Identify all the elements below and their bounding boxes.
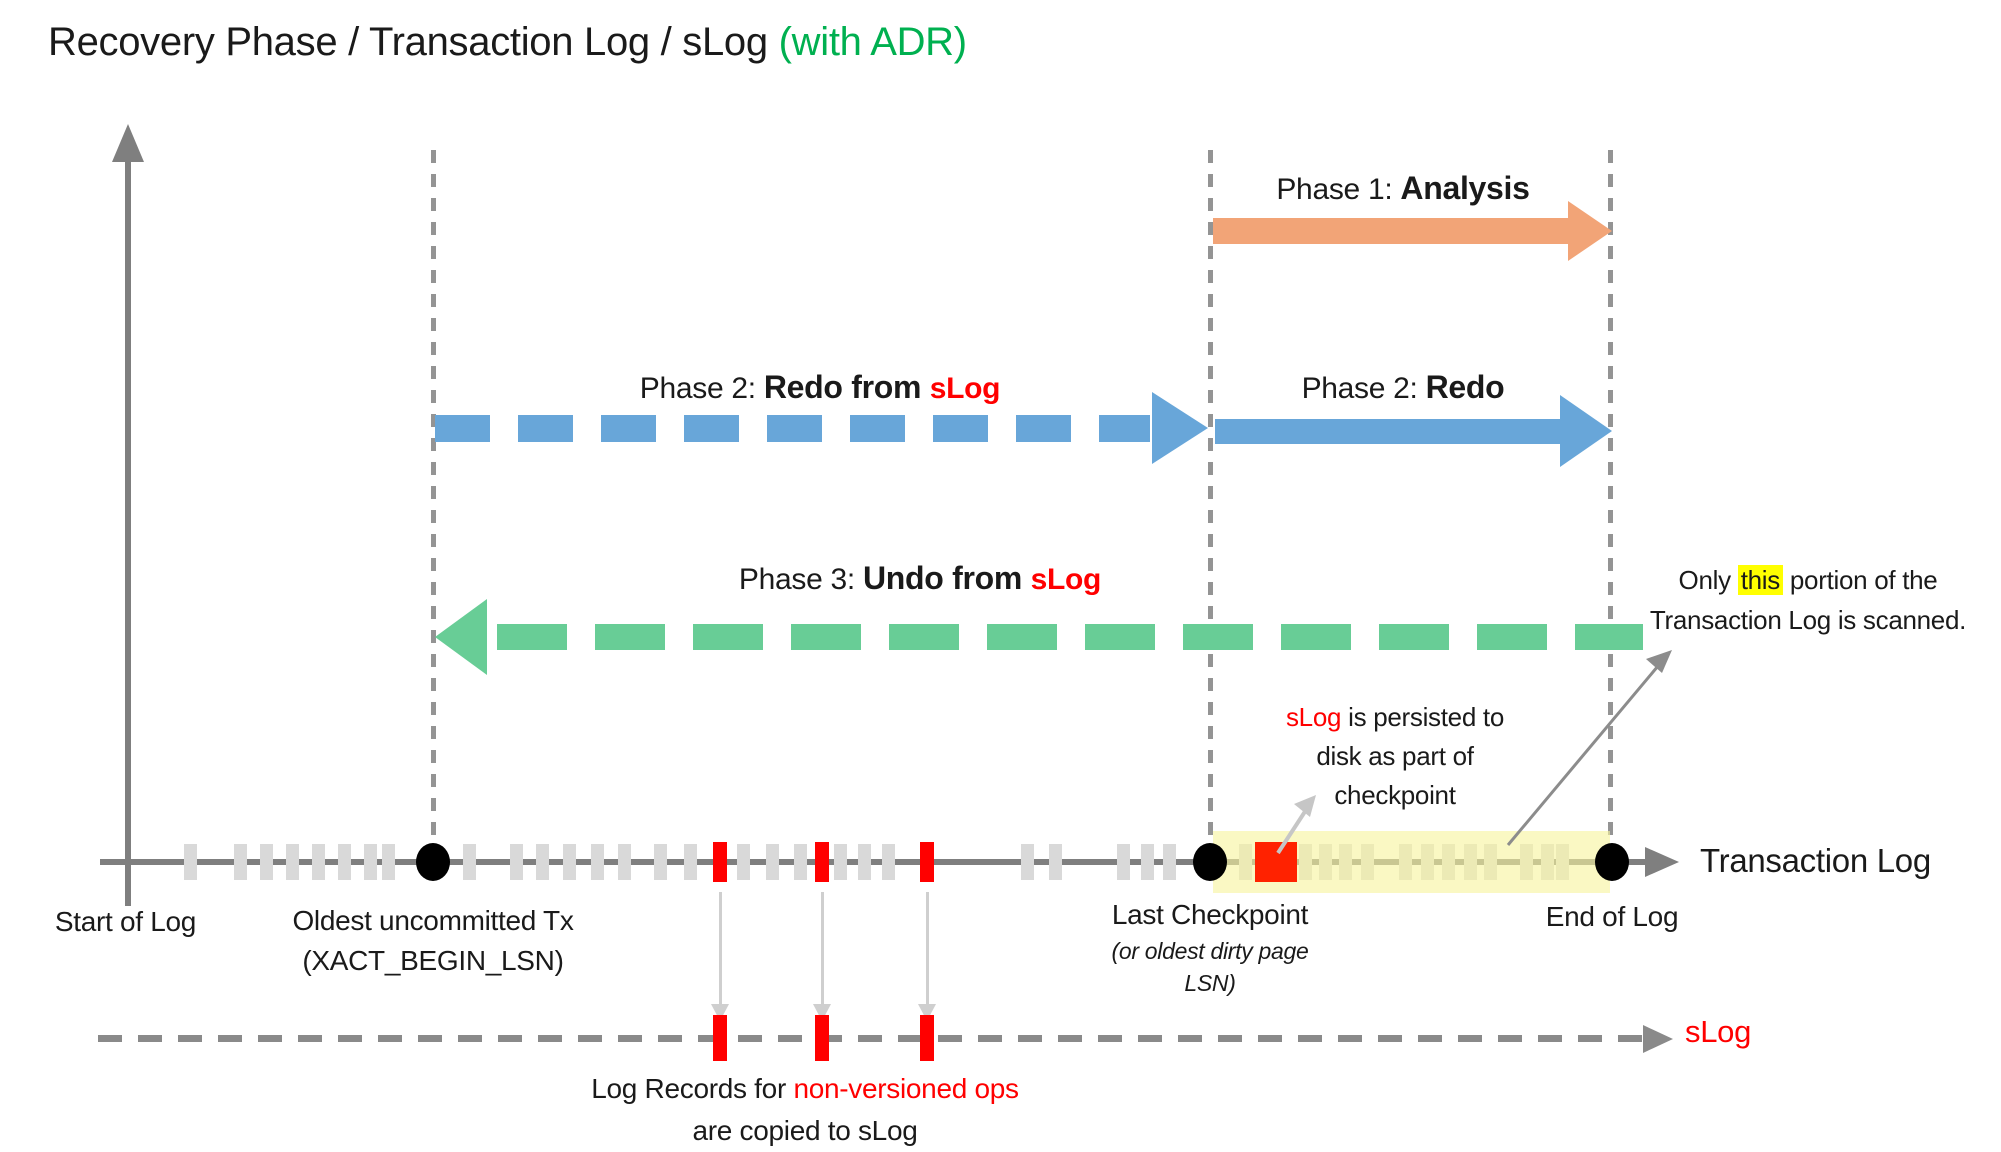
page-title: Recovery Phase / Transaction Log / sLog …	[48, 20, 967, 65]
phase1-label: Phase 1: Analysis	[1213, 170, 1593, 207]
start-of-log-label: Start of Log	[54, 906, 197, 937]
copy-arrow-stem	[821, 892, 824, 1004]
log-record-tick	[234, 844, 247, 880]
phase3-bold: Undo from	[862, 560, 1031, 596]
log-record-tick	[463, 844, 476, 880]
log-record-tick	[654, 844, 667, 880]
non-versioned-log-record-tick	[920, 842, 934, 882]
oldest-uncommitted-tx-label: Oldest uncommitted Tx (XACT_BEGIN_LSN)	[258, 901, 608, 981]
phase2-redo-arrowhead-icon	[1560, 395, 1612, 467]
phase2-redo-from-slog-arrow	[435, 415, 1150, 442]
phase1-arrowhead-icon	[1568, 201, 1612, 261]
checkpoint-line2: (or oldest dirty page	[1111, 938, 1309, 964]
log-record-tick	[286, 844, 299, 880]
log-record-tick	[338, 844, 351, 880]
log-record-tick	[536, 844, 549, 880]
guide-last-checkpoint	[1208, 150, 1213, 857]
log-record-tick	[260, 844, 273, 880]
phase3-red: sLog	[1030, 563, 1102, 596]
vertical-axis-arrowhead-icon	[112, 124, 144, 162]
phase2-prefix: Phase 2:	[1301, 372, 1426, 405]
persist-note: sLog is persisted to disk as part of check…	[1230, 698, 1560, 815]
transaction-log-axis-line	[100, 859, 1645, 865]
phase2-redo-from-slog-arrowhead-icon	[1152, 392, 1208, 464]
log-record-tick	[618, 844, 631, 880]
copy-arrow-stem	[926, 892, 929, 1004]
timeline-marker-dot	[1193, 843, 1227, 881]
log-record-tick	[737, 844, 750, 880]
log-record-tick	[184, 844, 197, 880]
phase2-slog-bold: Redo from	[763, 369, 930, 405]
phase2-slog-prefix: Phase 2:	[639, 372, 764, 405]
checkpoint-line3: LSN)	[1184, 970, 1236, 996]
persist-note-line1: is persisted to	[1341, 702, 1505, 732]
copy-note-pre: Log Records for	[591, 1073, 794, 1104]
phase1-analysis-arrow	[1213, 218, 1568, 244]
oldest-line2: (XACT_BEGIN_LSN)	[302, 945, 564, 976]
guide-end-of-log	[1608, 150, 1613, 857]
log-record-tick	[1117, 844, 1130, 880]
non-versioned-log-record-tick	[815, 842, 829, 882]
slog-dashed-line	[98, 1035, 1643, 1042]
copy-arrow-stem	[719, 892, 722, 1004]
title-main: Recovery Phase / Transaction Log / sLog	[48, 20, 779, 64]
non-versioned-log-record-tick	[713, 842, 727, 882]
log-record-tick	[1049, 844, 1062, 880]
slog-record-tick	[713, 1015, 727, 1061]
phase3-prefix: Phase 3:	[738, 563, 863, 596]
vertical-axis-line	[125, 158, 131, 906]
slog-persisted-marker	[1255, 842, 1297, 882]
log-record-tick	[364, 844, 377, 880]
log-record-tick	[591, 844, 604, 880]
phase3-undo-arrowhead-icon	[435, 599, 487, 675]
log-record-tick	[1021, 844, 1034, 880]
slog-arrowhead-icon	[1643, 1025, 1673, 1053]
timeline-marker-dot	[1595, 843, 1629, 881]
phase1-prefix: Phase 1:	[1276, 173, 1401, 206]
slog-record-tick	[815, 1015, 829, 1061]
persist-note-red: sLog	[1285, 702, 1342, 732]
phase2-redo-arrow	[1215, 419, 1560, 444]
timeline-marker-dot	[416, 843, 450, 881]
copy-note-red: non-versioned ops	[793, 1073, 1019, 1104]
phase1-name: Analysis	[1400, 170, 1530, 206]
scan-note-highlight: this	[1737, 565, 1783, 595]
end-of-log-label: End of Log	[1545, 901, 1679, 932]
phase3-undo-from-slog-arrow	[497, 624, 1643, 650]
guide-oldest-uncommitted-tx	[431, 150, 436, 862]
log-record-tick	[834, 844, 847, 880]
log-record-tick	[312, 844, 325, 880]
transaction-log-arrowhead-icon	[1645, 847, 1679, 877]
scan-note-post: portion of the	[1782, 565, 1938, 595]
log-record-tick	[766, 844, 779, 880]
log-record-tick	[563, 844, 576, 880]
persist-note-line3: checkpoint	[1334, 780, 1456, 810]
log-record-tick	[794, 844, 807, 880]
persist-note-line2: disk as part of	[1316, 741, 1474, 771]
log-record-tick	[1141, 844, 1154, 880]
scan-note-pre: Only	[1678, 565, 1738, 595]
scan-note-line2: Transaction Log is scanned.	[1649, 605, 1967, 635]
log-record-tick	[882, 844, 895, 880]
transaction-log-label: Transaction Log	[1700, 842, 1931, 879]
oldest-line1: Oldest uncommitted Tx	[292, 905, 574, 936]
copy-note: Log Records for non-versioned ops are cop…	[505, 1068, 1105, 1152]
checkpoint-line1: Last Checkpoint	[1111, 899, 1309, 930]
phase2-slog-label: Phase 2: Redo from sLog	[520, 369, 1120, 406]
phase2-name: Redo	[1425, 369, 1505, 405]
phase2-slog-red: sLog	[929, 372, 1001, 405]
copy-note-line2: are copied to sLog	[692, 1115, 918, 1146]
log-record-tick	[858, 844, 871, 880]
slog-record-tick	[920, 1015, 934, 1061]
slog-axis-label: sLog	[1685, 1014, 1752, 1049]
log-record-tick	[510, 844, 523, 880]
log-record-tick	[1163, 844, 1176, 880]
phase2-label: Phase 2: Redo	[1213, 369, 1593, 406]
log-record-tick	[684, 844, 697, 880]
phase3-label: Phase 3: Undo from sLog	[620, 560, 1220, 597]
title-adr-suffix: (with ADR)	[778, 20, 967, 64]
log-record-tick	[382, 844, 395, 880]
